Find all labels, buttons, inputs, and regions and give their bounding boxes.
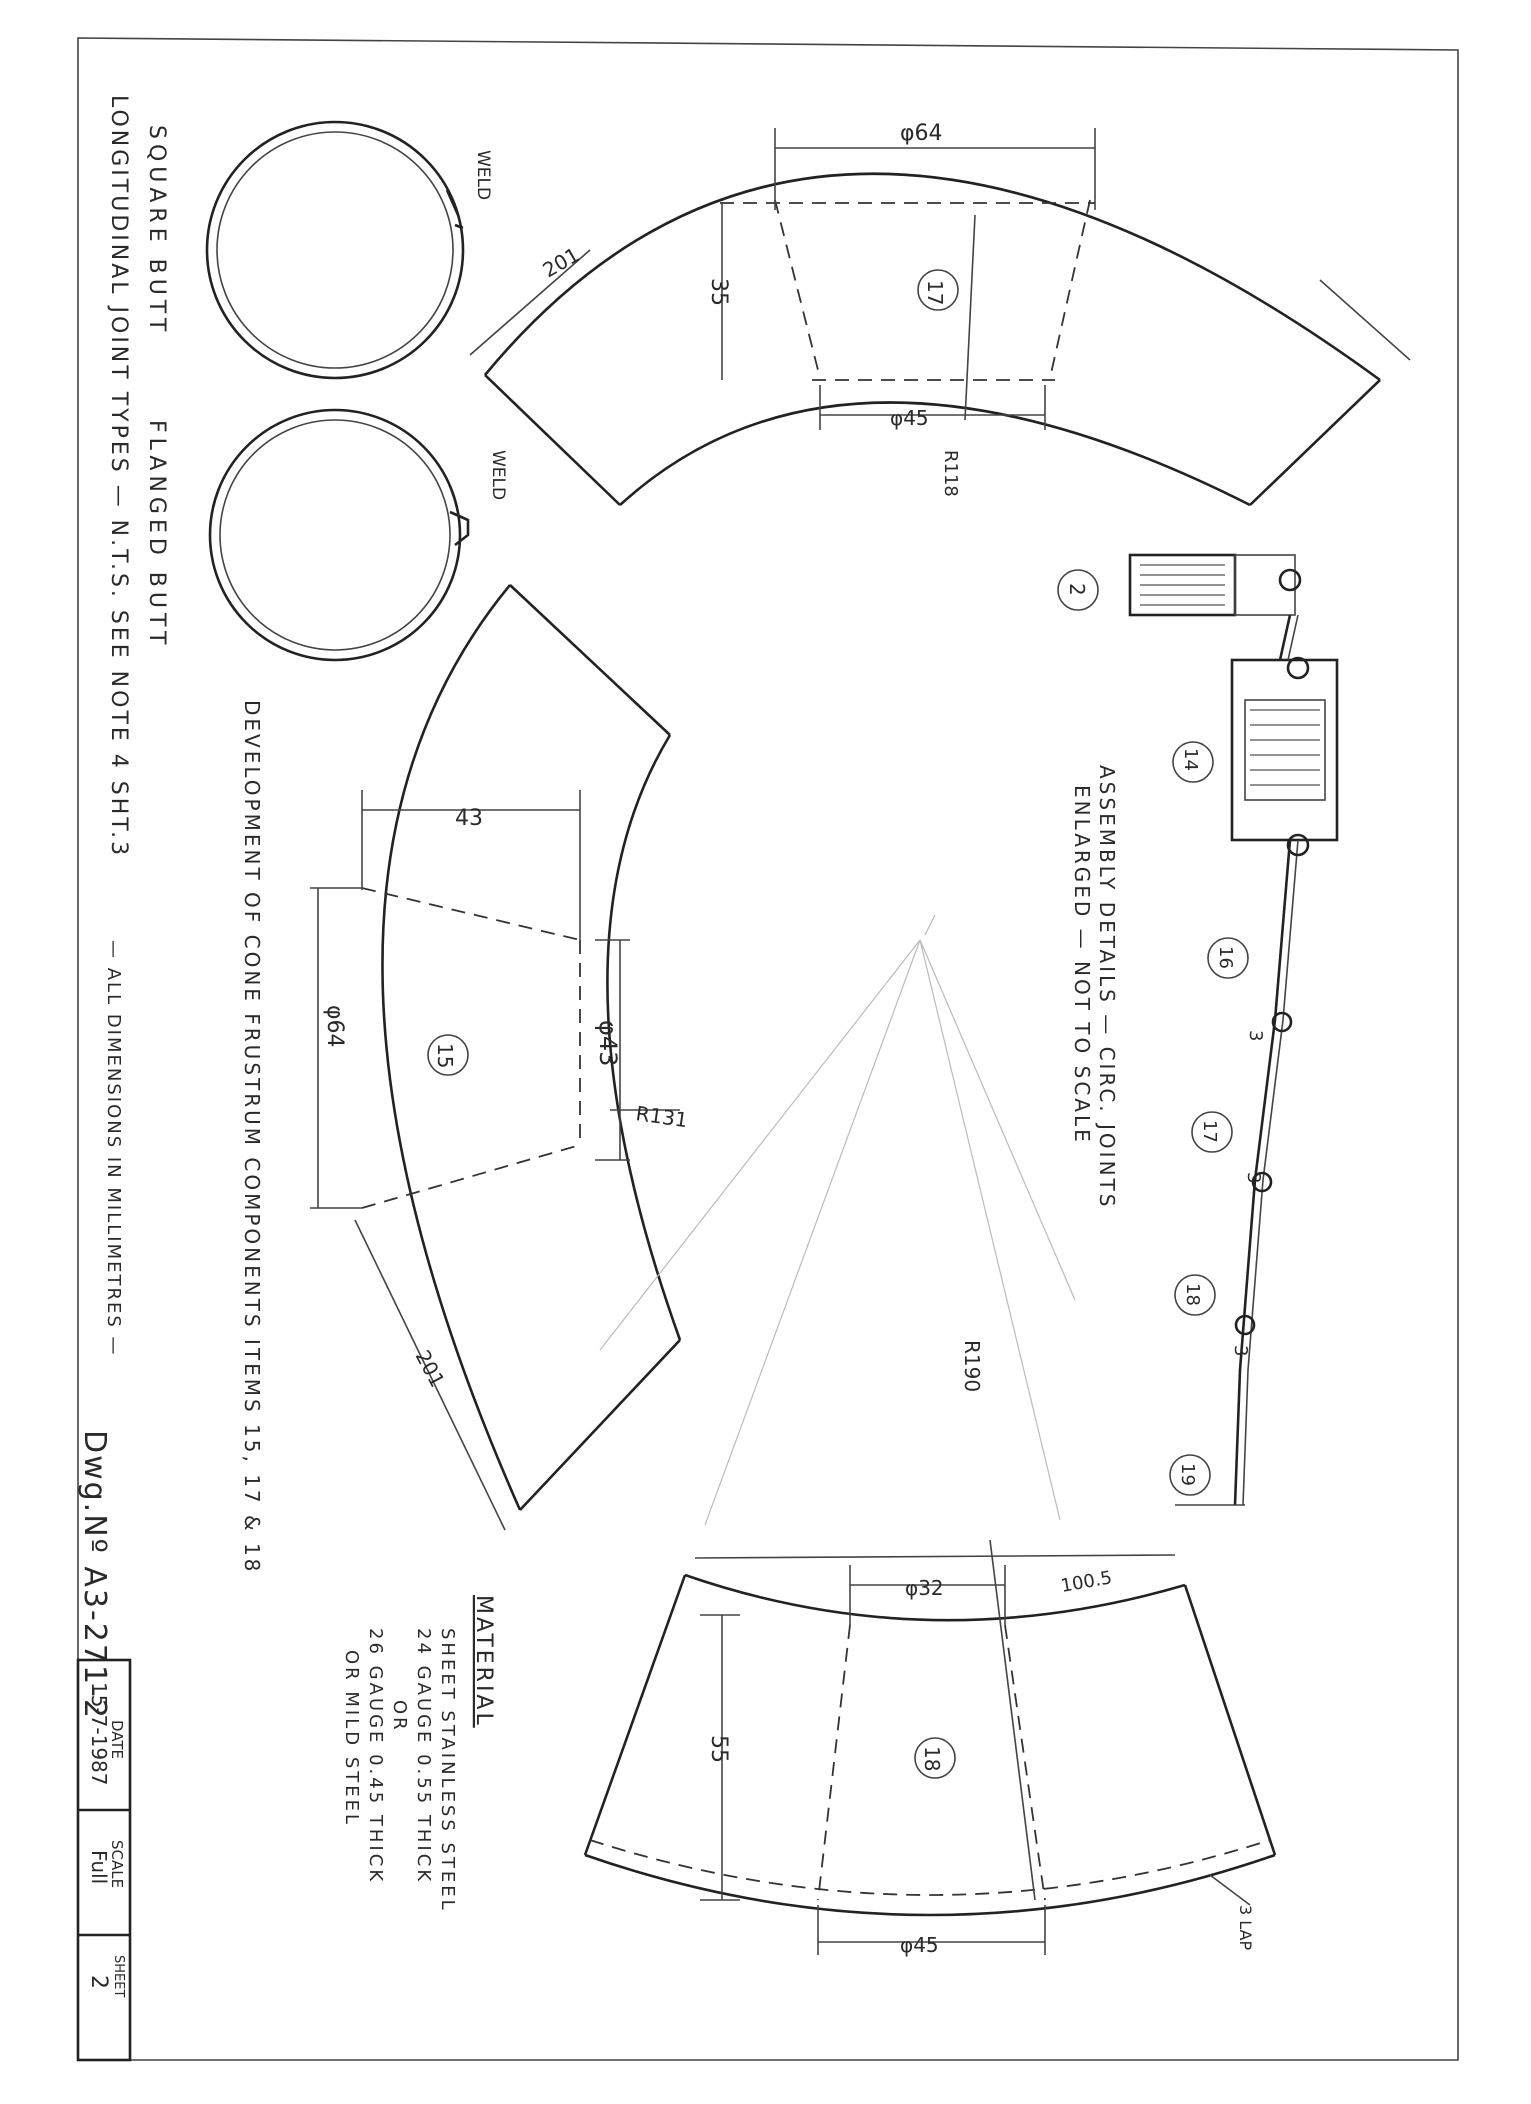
material-line-1: SHEET STAINLESS STEEL xyxy=(437,1628,458,1913)
dim-15-outer-diameter: φ64 xyxy=(322,1005,347,1048)
joint-types-note: LONGITUDINAL JOINT TYPES — N.T.S. SEE NO… xyxy=(106,95,131,858)
material-line-3: OR xyxy=(389,1700,410,1733)
item-18-assembly-label: 18 xyxy=(1182,1283,1203,1306)
square-butt-label: SQUARE BUTT xyxy=(144,125,169,336)
flanged-butt-label: FLANGED BUTT xyxy=(144,420,169,650)
lap-dim-3b: 3 xyxy=(1243,1172,1264,1183)
item-14-label: 14 xyxy=(1180,748,1201,771)
dim-17-radius: R118 xyxy=(940,450,961,497)
dim-18-arc: 100.5 xyxy=(1059,1567,1113,1597)
flanged-butt-joint-detail: WELD xyxy=(208,408,508,662)
dim-18-bottom-diameter: φ45 xyxy=(900,1933,939,1957)
sheet-value: 2 xyxy=(86,1975,111,1989)
assembly-title-line-1: ASSEMBLY DETAILS — CIRC. JOINTS xyxy=(1095,765,1119,1209)
material-heading: MATERIAL xyxy=(471,1595,496,1728)
dim-17-bottom-diameter: φ45 xyxy=(890,406,929,430)
material-line-2: 24 GAUGE 0.55 THICK xyxy=(413,1628,434,1884)
dim-17-top-diameter: φ64 xyxy=(900,121,943,146)
dim-18-height: 55 xyxy=(706,1735,731,1763)
dim-15-radius: R131 xyxy=(634,1101,689,1132)
weld-label-square: WELD xyxy=(473,150,493,200)
sheet-border xyxy=(77,37,1459,2061)
dim-18-top-diameter: φ32 xyxy=(905,1576,944,1600)
dim-18-lap: 3 LAP xyxy=(1236,1905,1255,1950)
square-butt-joint-detail: WELD xyxy=(205,120,493,380)
assembly-section-detail xyxy=(1057,553,1339,1506)
weld-label-flanged: WELD xyxy=(488,450,508,500)
dim-17-height: 35 xyxy=(706,278,731,306)
date-label: DATE xyxy=(108,1720,126,1759)
dim-15-inner-diameter: φ43 xyxy=(594,1020,622,1066)
all-dimensions-note: — ALL DIMENSIONS IN MILLIMETRES — xyxy=(103,940,124,1357)
lap-dim-3a: 3 xyxy=(1245,1030,1266,1041)
material-line-5: OR MILD STEEL xyxy=(341,1650,362,1827)
title-block xyxy=(76,1658,132,2062)
drawing-number: Dwg.Nº A3-271-2 xyxy=(77,1430,112,1720)
dim-15-arc: 201 xyxy=(411,1346,450,1391)
item-2-label: 2 xyxy=(1065,583,1089,596)
lap-dim-3c: 3 xyxy=(1230,1345,1251,1356)
item-19-label: 19 xyxy=(1177,1463,1198,1486)
item-17-assembly-label: 17 xyxy=(1199,1120,1220,1143)
sheet-label: SHEET xyxy=(111,1955,126,1997)
assembly-title-line-2: ENLARGED — NOT TO SCALE xyxy=(1070,785,1094,1145)
dim-15-width: 43 xyxy=(455,806,483,831)
piece-18-label: 18 xyxy=(920,1746,944,1771)
date-value: 15-7-1987 xyxy=(87,1682,111,1786)
dim-big-radius: R190 xyxy=(960,1340,984,1392)
item-16-label: 16 xyxy=(1215,946,1236,969)
development-title: DEVELOPMENT OF CONE FRUSTRUM COMPONENTS … xyxy=(240,700,264,1574)
material-line-4: 26 GAUGE 0.45 THICK xyxy=(365,1628,386,1884)
piece-15-development xyxy=(310,584,682,1531)
scale-label: SCALE xyxy=(108,1840,126,1888)
piece-15-label: 15 xyxy=(433,1043,457,1068)
piece-17-label: 17 xyxy=(923,280,947,305)
scale-value: Full xyxy=(87,1850,111,1884)
piece-17-development xyxy=(469,128,1411,507)
construction-lines xyxy=(599,914,1076,1526)
piece-18-development xyxy=(583,1539,1277,1955)
